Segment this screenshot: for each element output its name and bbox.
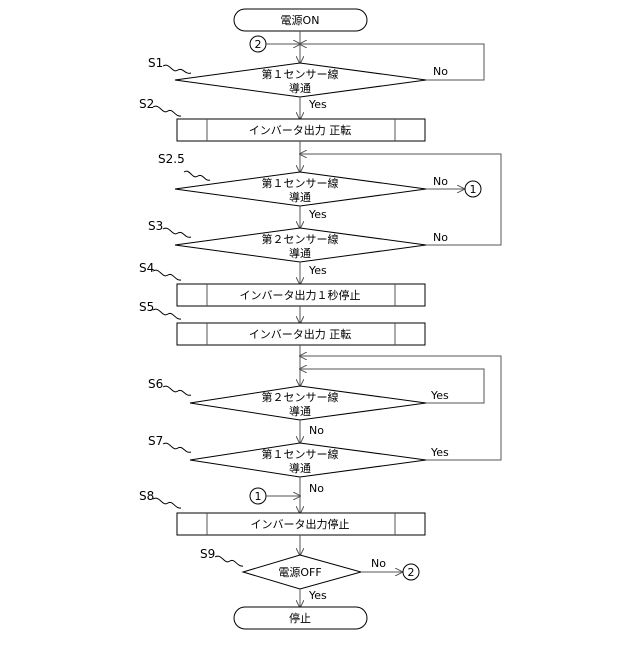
s3-no-label: No: [433, 231, 448, 244]
s3-decision-line1: 第２センサー線: [262, 232, 339, 246]
s7-no-label: No: [309, 482, 324, 495]
s6-leader: [163, 386, 191, 395]
step-label-s7: S7: [148, 434, 163, 448]
s1-yes-label: Yes: [308, 98, 327, 111]
s2-5-decision-line1: 第１センサー線: [262, 176, 339, 190]
s6-yes-label: Yes: [430, 389, 449, 402]
s1-no-label: No: [433, 65, 448, 78]
step-label-s5: S5: [139, 300, 154, 314]
end-terminal-label: 停止: [289, 611, 311, 625]
s9-yes-label: Yes: [308, 589, 327, 602]
s6-no-label: No: [309, 424, 324, 437]
s1-leader: [163, 65, 191, 73]
step-label-s2-5: S2.5: [158, 152, 185, 166]
s3-leader: [163, 228, 191, 237]
s3-decision-line2: 導通: [289, 246, 311, 260]
s3-yes-label: Yes: [308, 264, 327, 277]
step-label-s6: S6: [148, 377, 163, 391]
s2-5-leader: [184, 171, 210, 180]
connector-1-out-label: 1: [470, 183, 477, 196]
s2-5-no-label: No: [433, 175, 448, 188]
s2-process-label: インバータ出力 正転: [249, 123, 352, 137]
connector-1-in-label: 1: [255, 490, 262, 503]
step-label-s4: S4: [139, 261, 154, 275]
s7-leader: [163, 443, 191, 452]
s1-decision-line1: 第１センサー線: [262, 67, 339, 81]
start-terminal-label: 電源ON: [281, 13, 320, 27]
step-label-s1: S1: [148, 56, 163, 70]
s6-decision-line1: 第２センサー線: [262, 390, 339, 404]
s4-leader: [153, 270, 181, 280]
s1-decision-line2: 導通: [289, 81, 311, 95]
step-label-s2: S2: [139, 97, 154, 111]
s9-no-label: No: [371, 557, 386, 570]
connector-2-out-label: 2: [408, 566, 415, 579]
s9-decision-label: 電源OFF: [278, 565, 321, 579]
s7-decision-line2: 導通: [289, 461, 311, 475]
connector-2-in-label: 2: [255, 38, 262, 51]
step-label-s9: S9: [200, 547, 215, 561]
s2-5-decision-line2: 導通: [289, 190, 311, 204]
s7-yes-label: Yes: [430, 446, 449, 459]
s6-decision-line2: 導通: [289, 404, 311, 418]
s8-leader: [153, 498, 181, 508]
s7-decision-line1: 第１センサー線: [262, 447, 339, 461]
s5-process-label: インバータ出力 正転: [249, 327, 352, 341]
s2-leader: [153, 106, 181, 116]
step-label-s3: S3: [148, 219, 163, 233]
s5-leader: [153, 309, 181, 319]
s9-leader: [215, 556, 243, 566]
step-label-s8: S8: [139, 489, 154, 503]
s4-process-label: インバータ出力１秒停止: [240, 288, 361, 302]
s8-process-label: インバータ出力停止: [251, 517, 350, 531]
s2-5-yes-label: Yes: [308, 208, 327, 221]
